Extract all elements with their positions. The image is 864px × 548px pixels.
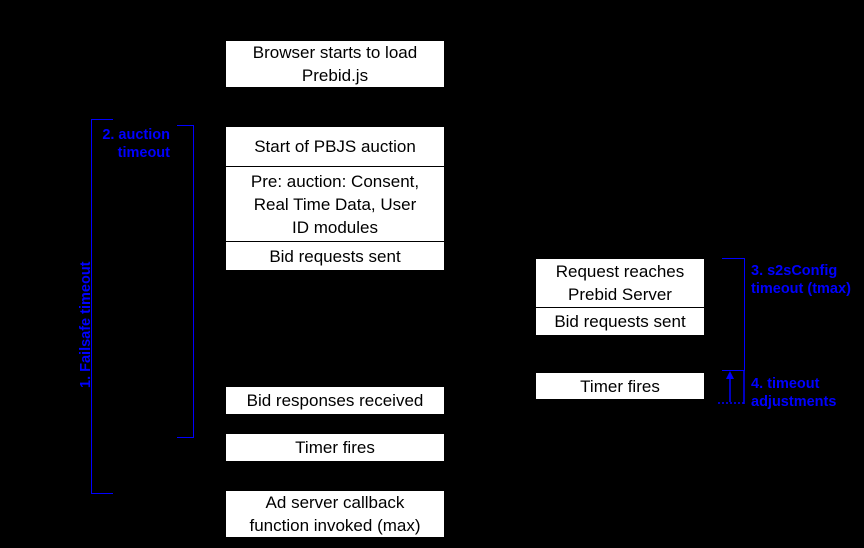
- process-box-pre-auction: Pre: auction: Consent, Real Time Data, U…: [226, 166, 444, 241]
- process-group-prebid-server: Request reaches Prebid Server Bid reques…: [535, 258, 705, 336]
- process-box-start-auction: Start of PBJS auction: [226, 127, 444, 166]
- up-arrow-head-icon: [726, 371, 734, 379]
- bracket-s2s-config-timeout: [722, 258, 745, 371]
- bracket-auction-timeout: [177, 125, 194, 438]
- annotation-label-timeout-adjustments: 4. timeout adjustments: [751, 376, 837, 410]
- process-box-bid-requests-sent: Bid requests sent: [226, 241, 444, 270]
- annotation-label-failsafe-timeout: 1. Failsafe timeout: [78, 261, 94, 388]
- process-group-auction-start: Start of PBJS auction Pre: auction: Cons…: [225, 126, 445, 271]
- annotation-label-s2s-config-timeout: 3. s2sConfig timeout (tmax): [751, 263, 851, 297]
- process-box-timer-fires-client: Timer fires: [225, 433, 445, 462]
- process-box-ad-server-callback: Ad server callback function invoked (max…: [225, 490, 445, 538]
- process-box-timer-fires-server: Timer fires: [535, 372, 705, 400]
- process-box-request-reaches-server: Request reaches Prebid Server: [536, 259, 704, 307]
- bracket-failsafe-timeout: [91, 119, 113, 494]
- process-box-bid-responses-received: Bid responses received: [225, 386, 445, 415]
- process-box-bid-requests-sent-server: Bid requests sent: [536, 307, 704, 335]
- annotation-label-auction-timeout: 2. auction timeout: [102, 127, 170, 161]
- process-box-browser-load: Browser starts to load Prebid.js: [225, 40, 445, 88]
